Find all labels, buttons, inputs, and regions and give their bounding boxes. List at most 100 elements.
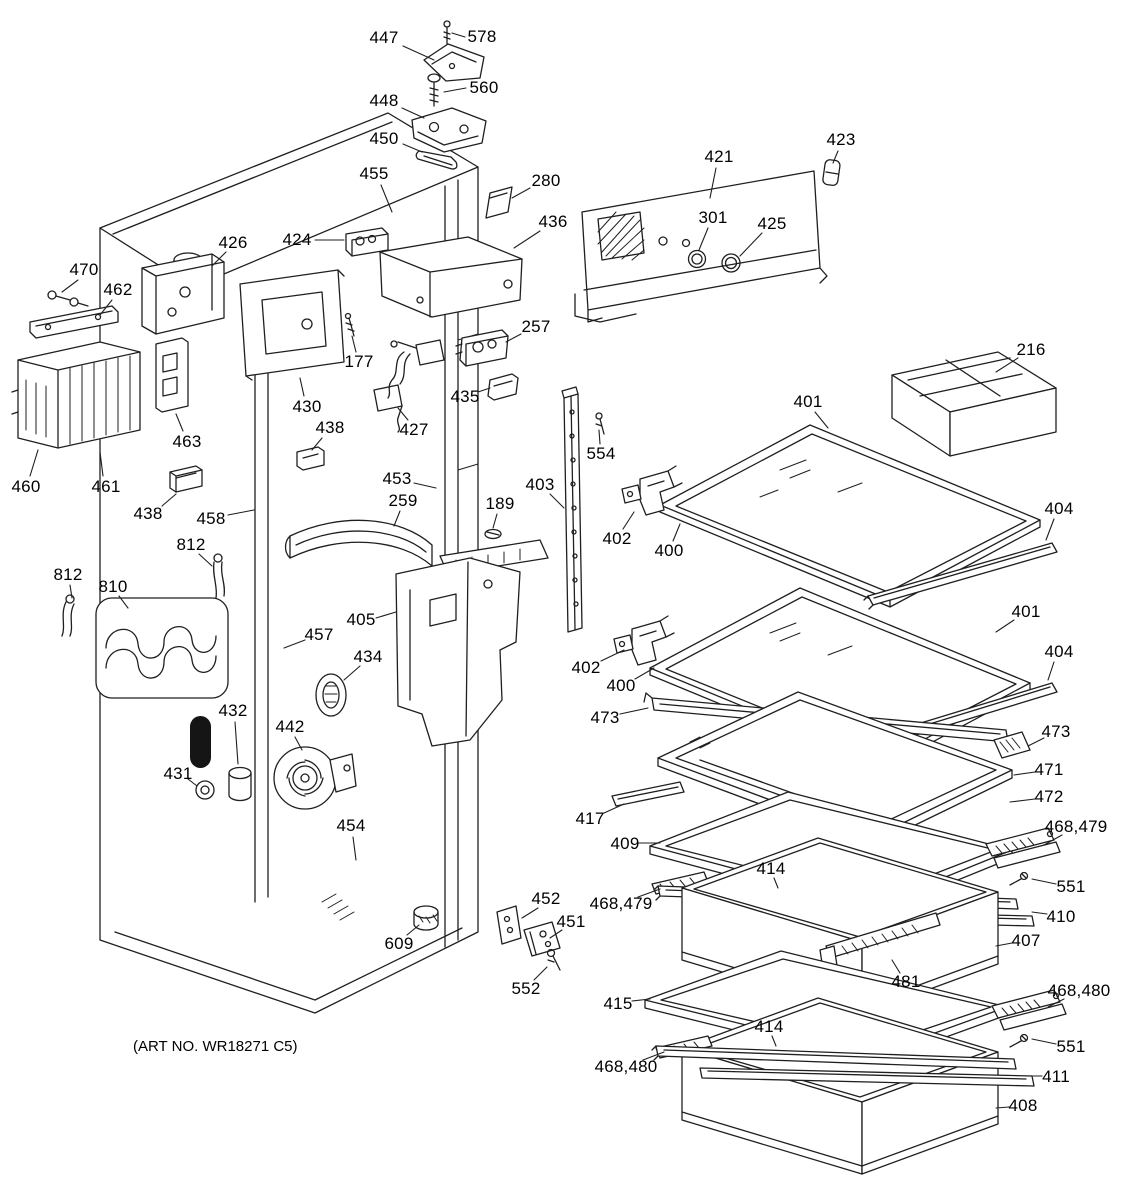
leader-line-435 bbox=[477, 387, 491, 393]
shelf-bracket-400-lower bbox=[631, 615, 675, 666]
tube-812-left bbox=[61, 594, 75, 637]
leader-line-430 bbox=[299, 377, 305, 397]
bracket-strip-462 bbox=[29, 305, 119, 339]
switch-424 bbox=[345, 227, 389, 257]
leader-line-450 bbox=[402, 143, 423, 153]
bin-216 bbox=[891, 351, 1057, 457]
lamp-423 bbox=[822, 159, 841, 186]
tube-812-upper bbox=[212, 553, 226, 599]
leader-line-403 bbox=[549, 493, 565, 509]
leader-line-410 bbox=[1031, 911, 1048, 915]
shelf-clip-402-upper bbox=[621, 484, 642, 504]
leader-line-578 bbox=[451, 32, 466, 38]
evaporator-assembly-460-461 bbox=[11, 341, 141, 449]
leader-line-462 bbox=[99, 299, 113, 316]
switch-257 bbox=[455, 329, 509, 367]
leader-line-609 bbox=[406, 924, 420, 936]
leader-line-405 bbox=[375, 611, 397, 619]
leader-line-472 bbox=[1009, 798, 1036, 803]
leader-line-473 bbox=[1027, 737, 1045, 747]
leader-line-551 bbox=[1031, 1038, 1057, 1045]
leader-line-414 bbox=[771, 1035, 777, 1047]
clip-189 bbox=[484, 528, 502, 540]
hinge-cam-447 bbox=[423, 43, 485, 82]
control-box-436 bbox=[379, 236, 523, 318]
leader-line-408 bbox=[995, 1106, 1010, 1109]
leader-line-473 bbox=[619, 707, 649, 715]
leader-line-432 bbox=[234, 721, 239, 765]
leader-line-280 bbox=[511, 187, 531, 199]
leader-line-468-480 bbox=[642, 1051, 665, 1061]
screw-554 bbox=[595, 412, 605, 435]
leader-line-481 bbox=[891, 959, 901, 974]
leader-line-452 bbox=[521, 907, 539, 919]
leader-line-455 bbox=[380, 184, 393, 213]
art-number: (ART NO. WR18271 C5) bbox=[133, 1038, 298, 1055]
spacer-280 bbox=[485, 186, 513, 219]
slide-rail-468-480-right bbox=[991, 989, 1067, 1031]
leader-line-468-480 bbox=[1047, 998, 1065, 1008]
leader-line-470 bbox=[61, 279, 79, 293]
bushing-432 bbox=[228, 766, 252, 802]
leader-line-257 bbox=[505, 333, 522, 343]
leader-line-461 bbox=[99, 451, 104, 477]
leader-line-402 bbox=[622, 511, 635, 530]
leader-line-401 bbox=[814, 411, 829, 429]
bracket-451 bbox=[523, 921, 561, 957]
leader-line-560 bbox=[443, 87, 467, 93]
leader-line-460 bbox=[29, 449, 39, 477]
grommet-609 bbox=[413, 905, 439, 931]
hinge-pin-450 bbox=[415, 150, 458, 170]
leader-line-552 bbox=[533, 966, 548, 981]
trim-bar-414-lower bbox=[651, 1045, 1017, 1070]
leader-line-434 bbox=[343, 665, 361, 681]
leader-line-810 bbox=[118, 595, 129, 609]
leader-line-177 bbox=[351, 335, 357, 353]
leader-line-401 bbox=[995, 619, 1015, 633]
bracket-panel-430 bbox=[239, 269, 345, 381]
trim-404-upper bbox=[863, 542, 1058, 610]
screw-551-lower bbox=[1009, 1033, 1029, 1048]
leader-line-426 bbox=[211, 251, 227, 267]
leader-line-438 bbox=[161, 493, 177, 507]
leader-lines bbox=[29, 32, 1065, 1109]
leader-line-417 bbox=[603, 803, 625, 814]
grommet-434 bbox=[315, 673, 347, 717]
leader-line-404 bbox=[1047, 661, 1055, 681]
screw-551-upper bbox=[1009, 871, 1029, 886]
leader-line-468-479 bbox=[1043, 834, 1063, 846]
leader-line-812 bbox=[69, 584, 73, 599]
leader-line-454 bbox=[352, 836, 357, 861]
leader-line-216 bbox=[995, 357, 1019, 373]
screws-470 bbox=[47, 290, 89, 307]
leader-line-407 bbox=[995, 942, 1013, 947]
leader-line-431 bbox=[187, 778, 198, 787]
leader-line-468-479 bbox=[637, 888, 661, 898]
leader-line-400 bbox=[672, 523, 681, 542]
slide-rail-468-479-right bbox=[985, 827, 1061, 869]
shelf-bracket-400-upper bbox=[639, 465, 683, 516]
leader-line-463 bbox=[175, 413, 184, 432]
leader-line-259 bbox=[393, 510, 401, 527]
trim-bar-411 bbox=[699, 1067, 1035, 1087]
leader-line-402 bbox=[600, 649, 625, 662]
clip-438-upper bbox=[296, 446, 325, 471]
air-duct-405 bbox=[395, 539, 549, 747]
shelf-clip-402-lower bbox=[613, 634, 634, 654]
leader-line-554 bbox=[598, 429, 601, 445]
leader-line-425 bbox=[739, 232, 763, 257]
leader-line-458 bbox=[227, 509, 255, 516]
leader-line-551 bbox=[1031, 878, 1057, 885]
clip-435 bbox=[487, 373, 519, 401]
bracket-463 bbox=[155, 337, 189, 413]
hinge-448 bbox=[411, 107, 487, 153]
screw-177 bbox=[344, 312, 355, 337]
control-panel-421 bbox=[574, 170, 828, 323]
leader-line-812 bbox=[198, 553, 213, 567]
gasket-431 bbox=[190, 716, 215, 800]
leader-line-447 bbox=[402, 45, 435, 61]
leader-line-442 bbox=[294, 736, 303, 751]
screw-552 bbox=[546, 948, 561, 971]
